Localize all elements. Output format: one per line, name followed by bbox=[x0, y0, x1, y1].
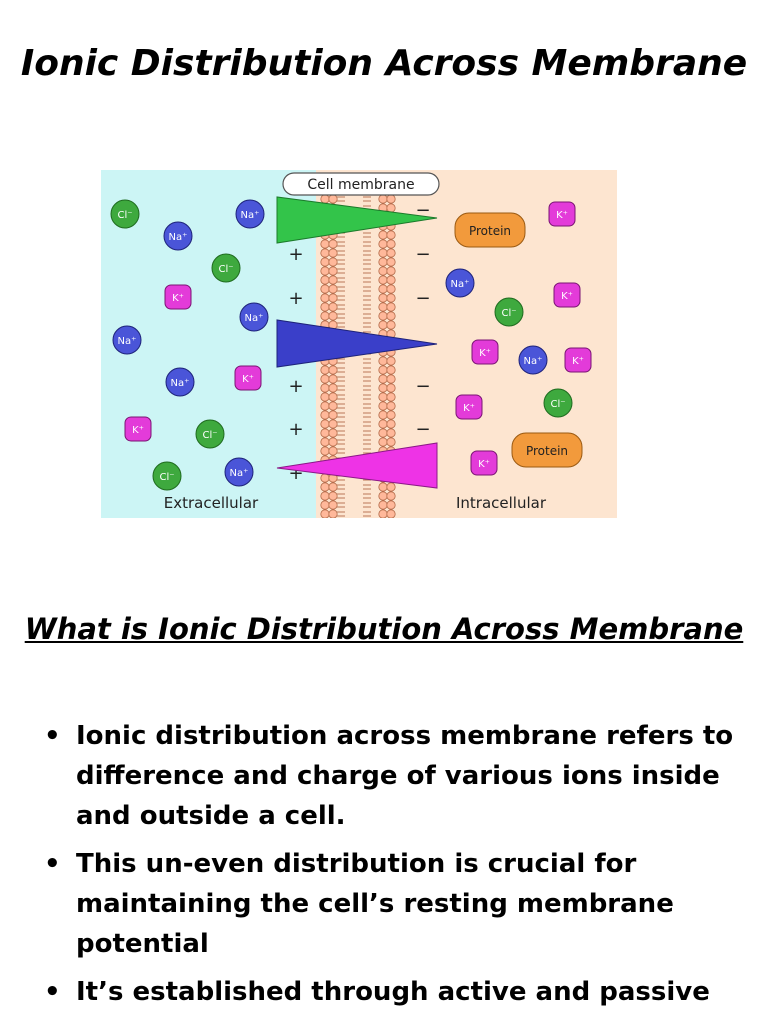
svg-text:Na⁺: Na⁺ bbox=[241, 210, 260, 221]
svg-text:Na⁺: Na⁺ bbox=[245, 313, 264, 324]
plus-sign: + bbox=[288, 244, 303, 265]
svg-text:K⁺: K⁺ bbox=[572, 356, 584, 367]
k-ion: K⁺ bbox=[471, 339, 499, 365]
plus-sign: + bbox=[288, 376, 303, 397]
svg-text:K⁺: K⁺ bbox=[556, 210, 568, 221]
bullet-item: • It’s established through active and pas… bbox=[40, 972, 740, 1012]
extracellular-label: Extracellular bbox=[164, 494, 259, 512]
section-heading: What is Ionic Distribution Across Membra… bbox=[24, 612, 744, 646]
svg-text:Na⁺: Na⁺ bbox=[451, 279, 470, 290]
svg-text:Cl⁻: Cl⁻ bbox=[550, 399, 565, 410]
bullet-dot: • bbox=[44, 721, 61, 751]
na-ion: Na⁺ bbox=[235, 199, 265, 229]
bullet-item: • This un-even distribution is crucial fo… bbox=[40, 844, 740, 964]
slide-title: Ionic Distribution Across Membrane bbox=[20, 43, 748, 84]
na-ion: Na⁺ bbox=[445, 268, 475, 298]
minus-sign: − bbox=[415, 244, 430, 265]
na-ion: Na⁺ bbox=[224, 457, 254, 487]
plus-sign: + bbox=[288, 288, 303, 309]
intracellular-label: Intracellular bbox=[456, 494, 547, 512]
svg-text:Cl⁻: Cl⁻ bbox=[117, 210, 132, 221]
na-ion: Na⁺ bbox=[239, 302, 269, 332]
cl-ion: Cl⁻ bbox=[195, 419, 225, 449]
svg-text:Na⁺: Na⁺ bbox=[230, 468, 249, 479]
svg-text:Cl⁻: Cl⁻ bbox=[159, 472, 174, 483]
cl-ion: Cl⁻ bbox=[110, 199, 140, 229]
bullet-text: This un-even distribution is crucial for… bbox=[76, 849, 674, 959]
k-ion: K⁺ bbox=[455, 394, 483, 420]
na-ion: Na⁺ bbox=[112, 325, 142, 355]
svg-text:K⁺: K⁺ bbox=[132, 425, 144, 436]
gradient-triangle-blue bbox=[276, 319, 438, 368]
na-ion: Na⁺ bbox=[163, 221, 193, 251]
svg-text:Cl⁻: Cl⁻ bbox=[218, 264, 233, 275]
svg-text:Cl⁻: Cl⁻ bbox=[501, 308, 516, 319]
bullet-dot: • bbox=[44, 849, 61, 879]
protein: Protein bbox=[454, 212, 526, 248]
bullet-item: • Ionic distribution across membrane refe… bbox=[40, 716, 740, 836]
k-ion: K⁺ bbox=[548, 201, 576, 227]
svg-text:Na⁺: Na⁺ bbox=[524, 356, 543, 367]
gradient-triangle-pink bbox=[276, 442, 438, 489]
svg-text:Cl⁻: Cl⁻ bbox=[202, 430, 217, 441]
k-ion: K⁺ bbox=[164, 284, 192, 310]
cl-ion: Cl⁻ bbox=[494, 297, 524, 327]
svg-text:K⁺: K⁺ bbox=[479, 348, 491, 359]
cell-membrane-label: Cell membrane bbox=[307, 177, 414, 193]
protein: Protein bbox=[511, 432, 583, 468]
bullet-text: Ionic distribution across membrane refer… bbox=[76, 721, 734, 831]
k-ion: K⁺ bbox=[564, 347, 592, 373]
plus-sign: + bbox=[288, 419, 303, 440]
cl-ion: Cl⁻ bbox=[152, 461, 182, 491]
svg-text:Na⁺: Na⁺ bbox=[118, 336, 137, 347]
svg-text:K⁺: K⁺ bbox=[463, 403, 475, 414]
svg-text:K⁺: K⁺ bbox=[242, 374, 254, 385]
svg-text:Na⁺: Na⁺ bbox=[171, 378, 190, 389]
gradient-triangle-green bbox=[276, 196, 438, 244]
minus-sign: − bbox=[415, 376, 430, 397]
k-ion: K⁺ bbox=[470, 450, 498, 476]
cl-ion: Cl⁻ bbox=[543, 388, 573, 418]
minus-sign: − bbox=[415, 419, 430, 440]
na-ion: Na⁺ bbox=[518, 345, 548, 375]
svg-text:K⁺: K⁺ bbox=[561, 291, 573, 302]
k-ion: K⁺ bbox=[124, 416, 152, 442]
k-ion: K⁺ bbox=[234, 365, 262, 391]
svg-text:Na⁺: Na⁺ bbox=[169, 232, 188, 243]
ion-layer: Cl⁻ Na⁺ Na⁺ Cl⁻ K⁺ Na⁺ Na⁺ Na⁺ K⁺ K⁺ Cl⁻ Cl⁻ Na⁺ K⁺ Na… bbox=[110, 199, 592, 491]
minus-sign: − bbox=[415, 288, 430, 309]
bullet-text: It’s established through active and pass… bbox=[76, 977, 710, 1007]
svg-text:Protein: Protein bbox=[526, 444, 568, 458]
svg-text:Protein: Protein bbox=[469, 224, 511, 238]
svg-text:K⁺: K⁺ bbox=[172, 293, 184, 304]
svg-text:K⁺: K⁺ bbox=[478, 459, 490, 470]
cl-ion: Cl⁻ bbox=[211, 253, 241, 283]
bullet-dot: • bbox=[44, 977, 61, 1007]
membrane-diagram: Cl⁻ Na⁺ Na⁺ Cl⁻ K⁺ Na⁺ Na⁺ Na⁺ K⁺ K⁺ Cl⁻ Cl⁻ Na⁺ K⁺ Na… bbox=[101, 170, 617, 518]
k-ion: K⁺ bbox=[553, 282, 581, 308]
na-ion: Na⁺ bbox=[165, 367, 195, 397]
bullet-list: • Ionic distribution across membrane refe… bbox=[40, 716, 740, 1020]
